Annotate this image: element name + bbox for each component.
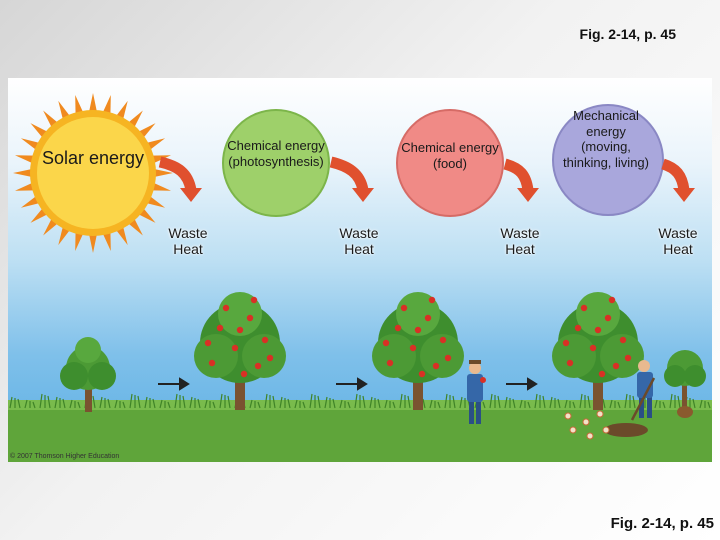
chemical-food-circle <box>396 109 504 217</box>
apple-tree-icon <box>552 292 644 410</box>
heat-arrow-3 <box>503 158 534 191</box>
flow-arrow-icon <box>158 377 190 391</box>
chemical-photosynthesis-label: Chemical energy (photosynthesis) <box>227 138 325 169</box>
figure-caption-bottom: Fig. 2-14, p. 45 <box>610 515 714 532</box>
waste-heat-label: Waste Heat <box>658 225 698 258</box>
mechanical-energy-circle <box>552 104 664 216</box>
heat-arrow-1 <box>158 156 197 192</box>
apple-tree-icon <box>372 292 464 410</box>
tree-icon <box>60 337 116 412</box>
grass-ground <box>8 400 712 462</box>
figure-caption-top: Fig. 2-14, p. 45 <box>579 26 676 42</box>
copyright-credit: © 2007 Thomson Higher Education <box>10 453 120 460</box>
energy-flow-diagram: Solar energy Chemical energy (photosynth… <box>8 78 712 462</box>
heat-arrow-2 <box>329 156 369 192</box>
sun-icon <box>13 93 173 253</box>
farmer-icon <box>467 360 486 424</box>
waste-heat-label: Waste Heat <box>339 225 379 258</box>
waste-heat-label: Waste Heat <box>168 225 208 258</box>
waste-heat-label: Waste Heat <box>500 225 540 258</box>
farmer-icon <box>630 360 656 421</box>
mechanical-energy-label: Mechanical energy (moving, thinking, liv… <box>563 108 649 170</box>
chemical-food-label: Chemical energy (food) <box>401 140 499 171</box>
tree-icon <box>664 350 706 418</box>
solar-energy-label: Solar energy <box>41 148 145 168</box>
flow-arrow-icon <box>336 377 368 391</box>
apple-tree-icon <box>194 292 286 410</box>
chemical-photosynthesis-circle <box>222 109 330 217</box>
heat-arrow-4 <box>661 158 690 191</box>
flow-arrow-icon <box>506 377 538 391</box>
